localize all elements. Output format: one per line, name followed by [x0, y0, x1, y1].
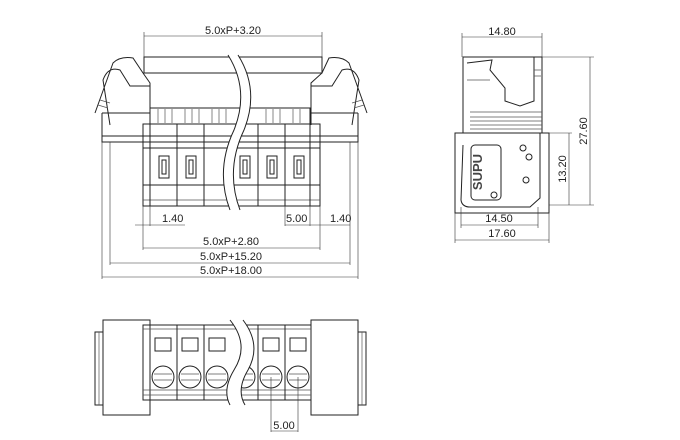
dim-total-height: 27.60	[578, 117, 590, 145]
dim-overall-width: 17.60	[488, 228, 516, 240]
dim-top: 5.0xP+3.20	[205, 25, 261, 37]
dim-mid: 5.0xP+15.20	[200, 251, 262, 263]
dim-lower-height: 13.20	[557, 155, 569, 183]
front-view: 5.0xP+3.20 1.40 5.00 1.40 5.0xP+2.80 5.0…	[94, 25, 368, 279]
dim-left-offset: 1.40	[162, 213, 183, 225]
dim-inner-width: 14.50	[485, 213, 513, 225]
dim-inner: 5.0xP+2.80	[203, 236, 259, 248]
bottom-view: 5.00	[94, 319, 367, 432]
dim-pitch: 5.00	[286, 213, 307, 225]
dim-bottom-pitch: 5.00	[273, 420, 294, 432]
dim-right-offset: 1.40	[330, 213, 351, 225]
supu-logo: SUPU	[470, 154, 485, 190]
dim-top-width: 14.80	[488, 26, 516, 38]
side-view: SUPU 14.80 27.60 13.20 14.50 17.60	[454, 26, 594, 243]
dim-overall: 5.0xP+18.00	[200, 265, 262, 277]
